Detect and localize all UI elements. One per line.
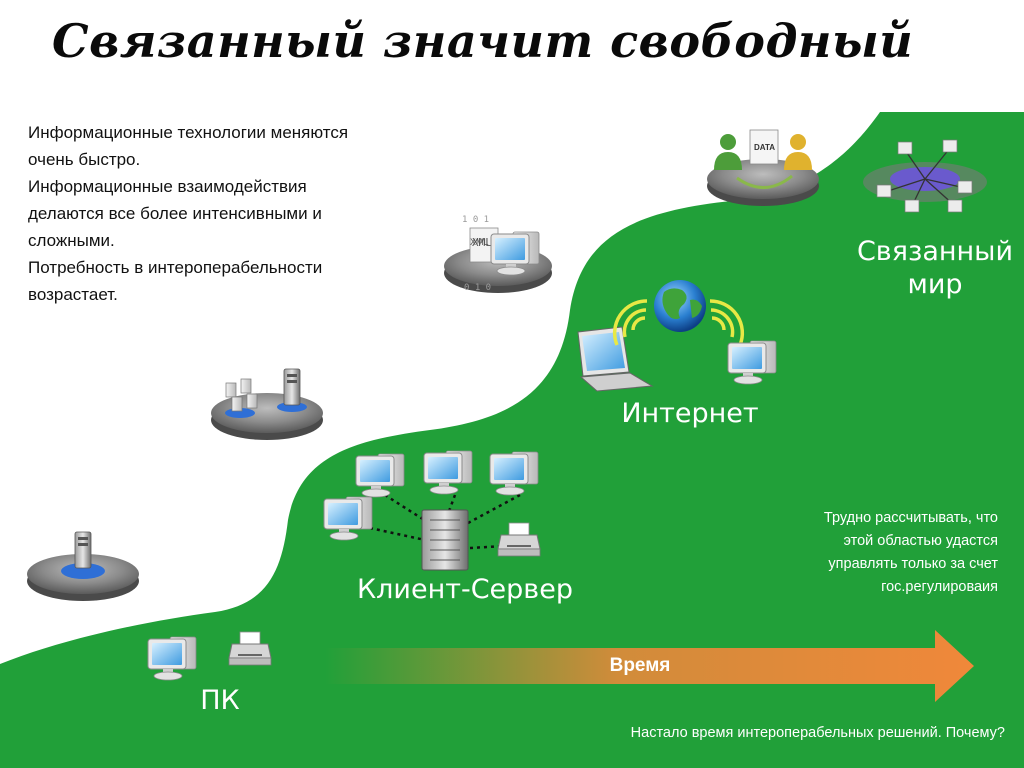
svg-text:1 0 1: 1 0 1 (462, 215, 489, 225)
wifi-signal-icon (612, 299, 745, 346)
globe-icon (654, 280, 706, 332)
svg-text:XML: XML (472, 236, 492, 249)
xml-platform: 1 0 1 0 1 0 XML (444, 215, 552, 293)
data-label: DATA (754, 143, 776, 152)
stage-label-pc: ПК (200, 685, 240, 716)
note-line: Трудно рассчитывать, что (823, 510, 998, 526)
server-platform (27, 531, 139, 601)
client-server-network (323, 450, 541, 571)
data-exchange-icon (714, 129, 812, 189)
stage-label-line: мир (907, 269, 963, 300)
xml-document-icon: 1 0 1 0 1 0 XML (462, 215, 540, 293)
intro-line: делаются все более интенсивными и (28, 204, 322, 223)
slide-title: Связанный значит свободный (52, 14, 914, 68)
time-arrow-label: Время (609, 655, 671, 676)
internet-group (577, 280, 777, 392)
intro-line: возрастает. (28, 285, 118, 304)
growth-area (0, 112, 1024, 768)
note-line: гос.регулироваия (881, 579, 998, 595)
note-line: управлять только за счет (828, 556, 998, 572)
note-line: этой областью удастся (843, 533, 998, 549)
regulation-note: Трудно рассчитывать, что этой областью у… (738, 507, 998, 599)
intro-line: сложными. (28, 231, 115, 250)
cluster-platform (211, 368, 323, 440)
intro-line: Потребность в интероперабельности (28, 258, 323, 277)
server-icon (421, 509, 469, 571)
intro-line: очень быстро. (28, 150, 141, 169)
intro-line: Информационные взаимодействия (28, 177, 307, 196)
intro-line: Информационные технологии меняются (28, 123, 349, 142)
xml-label: XML (470, 237, 489, 247)
data-platform (707, 129, 819, 206)
server-cluster-icon (225, 368, 307, 418)
time-arrow (325, 630, 974, 702)
stage-label-connected-world: Связанный мир (840, 235, 1024, 301)
network-map-icon (863, 139, 987, 213)
stage-label-line: Связанный (856, 236, 1014, 267)
footer-text: Настало время интероперабельных решений.… (630, 725, 1005, 741)
intro-text: Информационные технологии меняются очень… (28, 119, 438, 308)
svg-text:0 1 0: 0 1 0 (464, 283, 491, 293)
server-icon (74, 531, 92, 569)
stage-label-client-server: Клиент-Сервер (357, 574, 573, 605)
stage-label-internet: Интернет (621, 398, 759, 429)
